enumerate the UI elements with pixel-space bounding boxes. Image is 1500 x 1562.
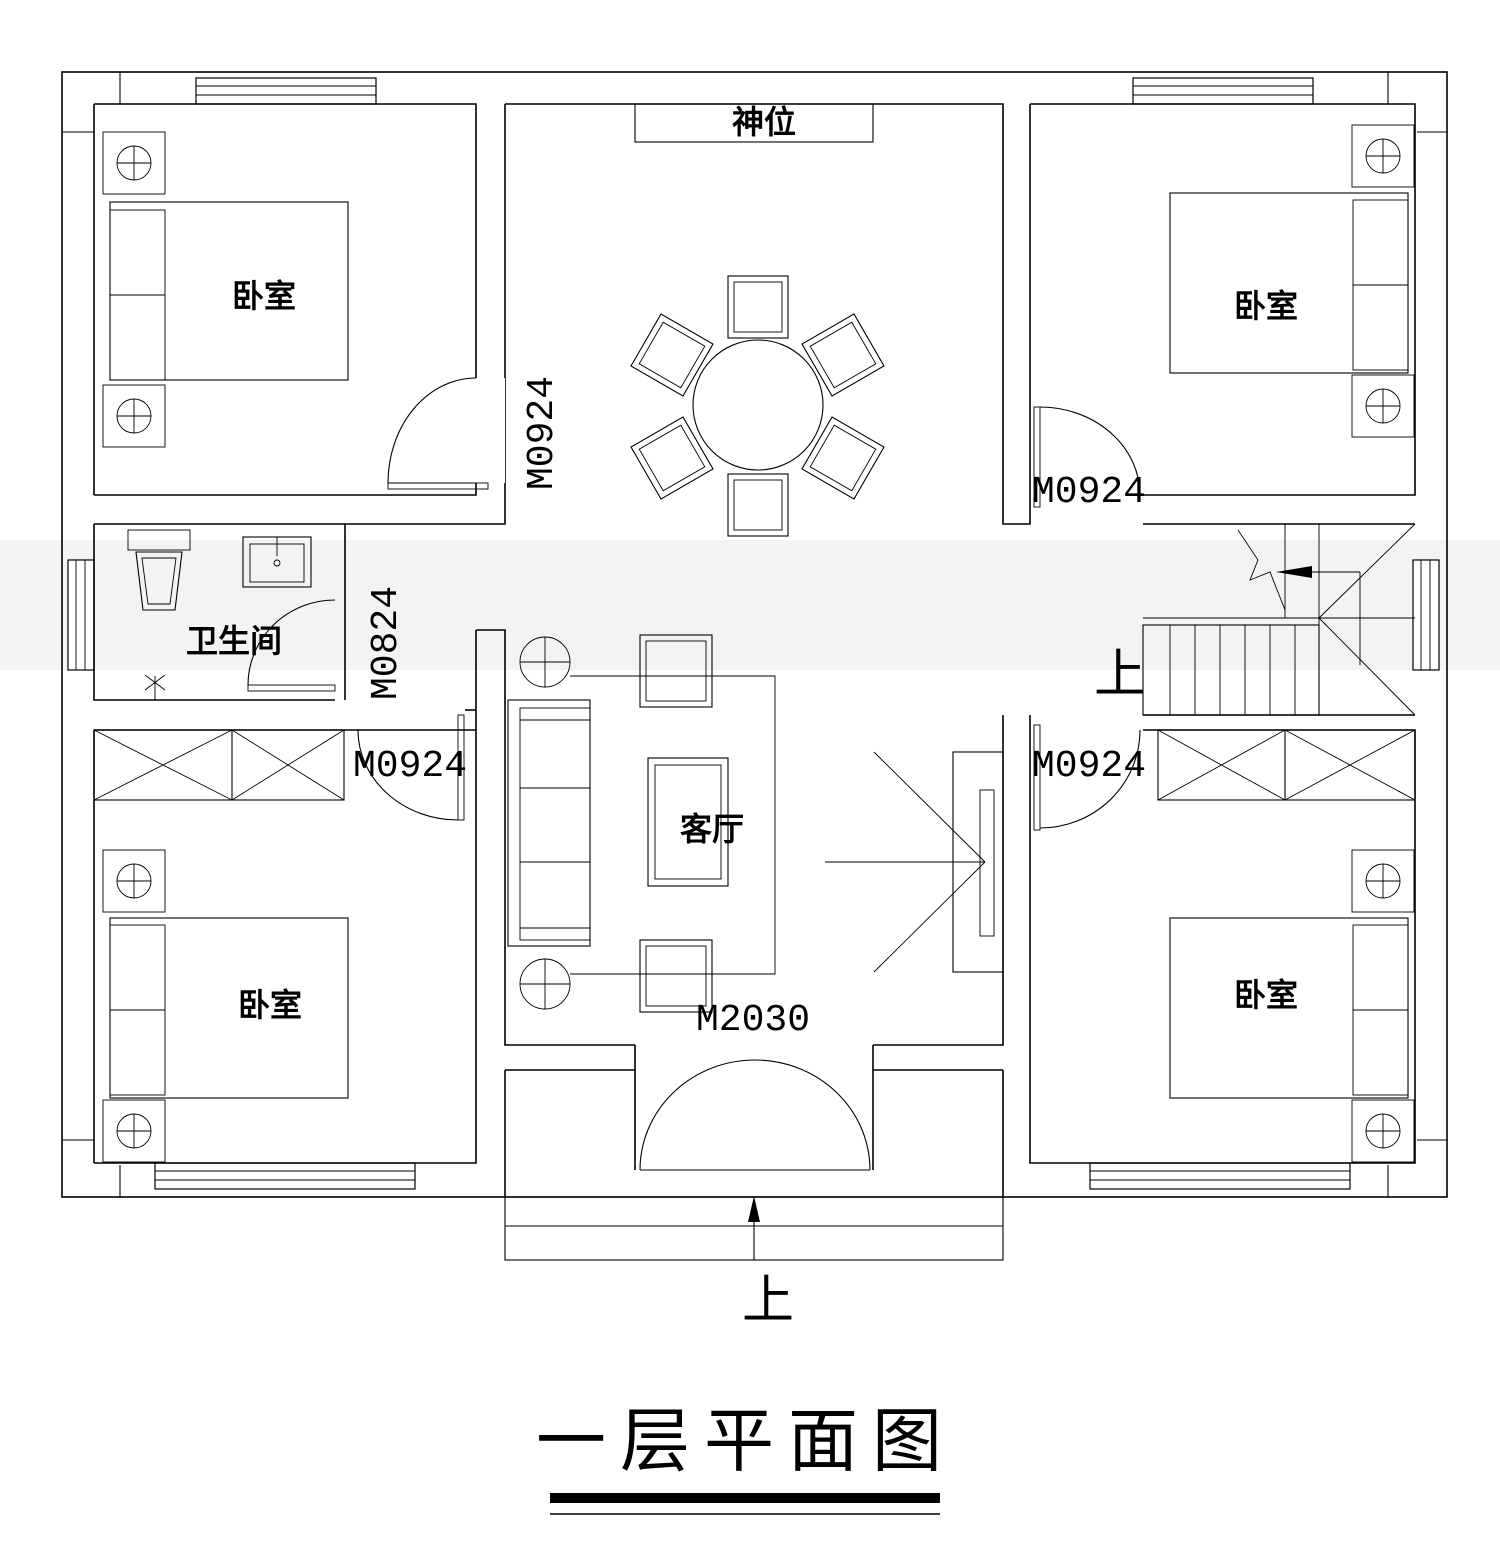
door-code-top-left: M0924 — [521, 376, 564, 490]
shrine-label: 神位 — [732, 103, 796, 141]
bed-top-right — [1169, 124, 1415, 438]
door-code-bottom-left: M0924 — [353, 745, 467, 788]
staircase — [1142, 523, 1416, 716]
living-room-label: 客厅 — [680, 810, 744, 848]
bedroom-bottom-right-label: 卧室 — [1234, 976, 1298, 1014]
front-steps — [504, 1196, 1004, 1261]
living-furniture — [507, 634, 1004, 1013]
stair-up-label: 上 — [1094, 645, 1146, 705]
wardrobes — [93, 729, 1416, 801]
door-code-top-right: M0924 — [1032, 471, 1146, 514]
bed-top-left — [102, 131, 349, 448]
bed-bottom-right — [1169, 849, 1415, 1163]
plan-title: 一层平面图 — [536, 1400, 956, 1482]
bedroom-top-right-label: 卧室 — [1234, 287, 1298, 325]
doors — [247, 377, 1141, 1171]
dining-table — [630, 275, 885, 537]
door-code-bathroom: M0824 — [365, 586, 408, 700]
bed-bottom-left — [102, 849, 349, 1163]
bathroom-label: 卫生间 — [186, 622, 282, 660]
shrine-cabinet — [634, 103, 874, 143]
bedroom-top-left-label: 卧室 — [232, 277, 296, 315]
title-underline-thick — [550, 1493, 940, 1503]
door-code-main: M2030 — [696, 999, 810, 1042]
entry-up-label: 上 — [742, 1271, 794, 1331]
bathroom-fixtures — [127, 529, 312, 700]
bedroom-bottom-left-label: 卧室 — [238, 986, 302, 1024]
door-code-bottom-right: M0924 — [1032, 745, 1146, 788]
